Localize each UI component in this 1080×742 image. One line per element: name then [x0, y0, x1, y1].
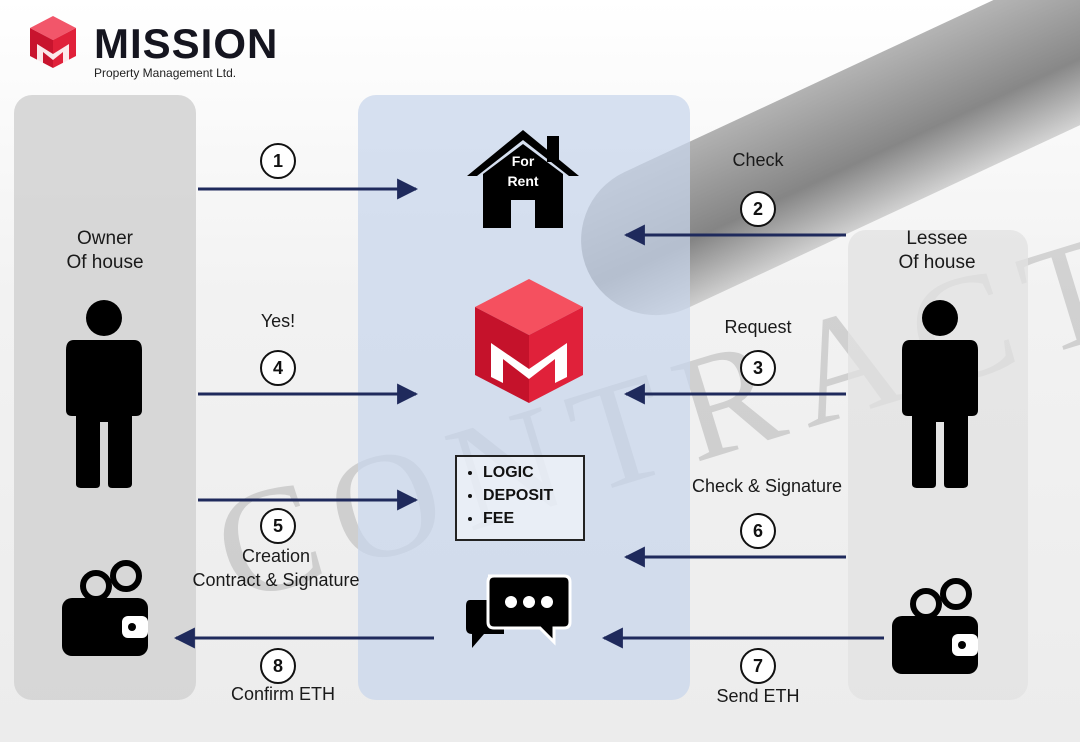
- house-sign-line1: For: [511, 153, 535, 169]
- step-3-badge: 3: [740, 350, 776, 386]
- step-4-badge: 4: [260, 350, 296, 386]
- step-4-label: Yes!: [260, 311, 296, 331]
- mission-logo: MISSION Property Management Ltd.: [28, 14, 298, 84]
- step-2-badge: 2: [740, 191, 776, 227]
- step-1-badge: 1: [260, 143, 296, 179]
- lessee-label-line1: Lessee: [906, 228, 968, 249]
- lessee-wallet-icon: [892, 578, 978, 674]
- contract-term-logic: LOGIC: [483, 461, 583, 484]
- contract-terms-box: LOGIC DEPOSIT FEE: [455, 455, 585, 541]
- lessee-label: Lessee Of house: [882, 227, 992, 275]
- contract-term-deposit: DEPOSIT: [483, 484, 583, 507]
- step-5-label-line2: Contract & Signature: [192, 570, 360, 590]
- chat-bubbles-icon: [466, 574, 572, 648]
- step-2-label: Check: [732, 150, 784, 170]
- step-6-badge: 6: [740, 513, 776, 549]
- step-7-label: Send ETH: [716, 686, 800, 706]
- lessee-label-line2: Of house: [898, 252, 976, 273]
- mission-platform-icon: [475, 279, 583, 403]
- house-sign-line2: Rent: [507, 173, 539, 189]
- step-8-label: Confirm ETH: [230, 684, 335, 704]
- owner-wallet-icon: [62, 560, 148, 656]
- step-7-badge: 7: [740, 648, 776, 684]
- step-6-label: Check & Signature: [691, 476, 843, 496]
- owner-person-icon: [66, 300, 142, 488]
- house-for-rent-icon: [467, 130, 579, 228]
- step-5-label-line1: Creation: [241, 546, 311, 566]
- logo-title: MISSION: [94, 20, 279, 67]
- owner-label-line2: Of house: [66, 252, 144, 273]
- logo-subtitle: Property Management Ltd.: [94, 66, 237, 80]
- mission-cube-logo-icon: [30, 16, 76, 68]
- owner-label: Owner Of house: [50, 227, 160, 275]
- lessee-person-icon: [902, 300, 978, 488]
- step-8-badge: 8: [260, 648, 296, 684]
- step-3-label: Request: [724, 317, 792, 337]
- step-5-badge: 5: [260, 508, 296, 544]
- contract-term-fee: FEE: [483, 507, 583, 530]
- owner-label-line1: Owner: [77, 228, 133, 249]
